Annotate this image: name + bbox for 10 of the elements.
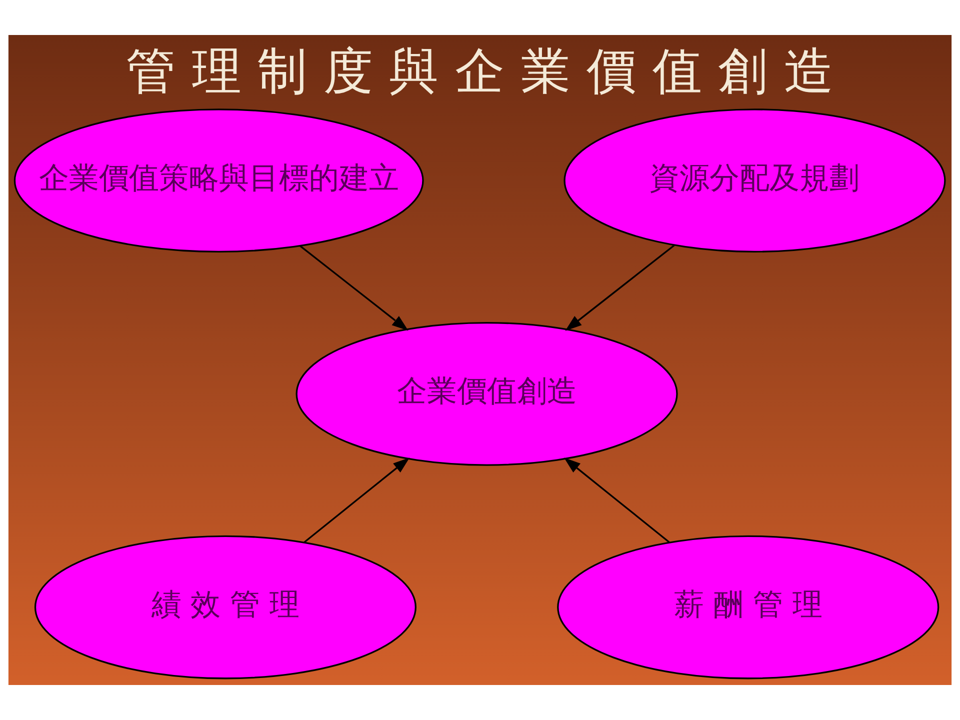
diagram-title: 管 理 制 度 與 企 業 價 值 創 造 <box>126 42 834 100</box>
node-ellipse: 薪 酬 管 理 <box>557 535 940 680</box>
arrow <box>304 458 410 543</box>
node-ellipse: 資源分配及規劃 <box>564 108 946 252</box>
arrow <box>564 458 670 543</box>
node-ellipse: 企業價值策略與目標的建立 <box>14 108 424 252</box>
arrow <box>565 244 675 331</box>
node-ellipse: 績 效 管 理 <box>34 535 416 680</box>
node-ellipse: 企業價值創造 <box>296 322 678 466</box>
arrow <box>299 245 408 331</box>
